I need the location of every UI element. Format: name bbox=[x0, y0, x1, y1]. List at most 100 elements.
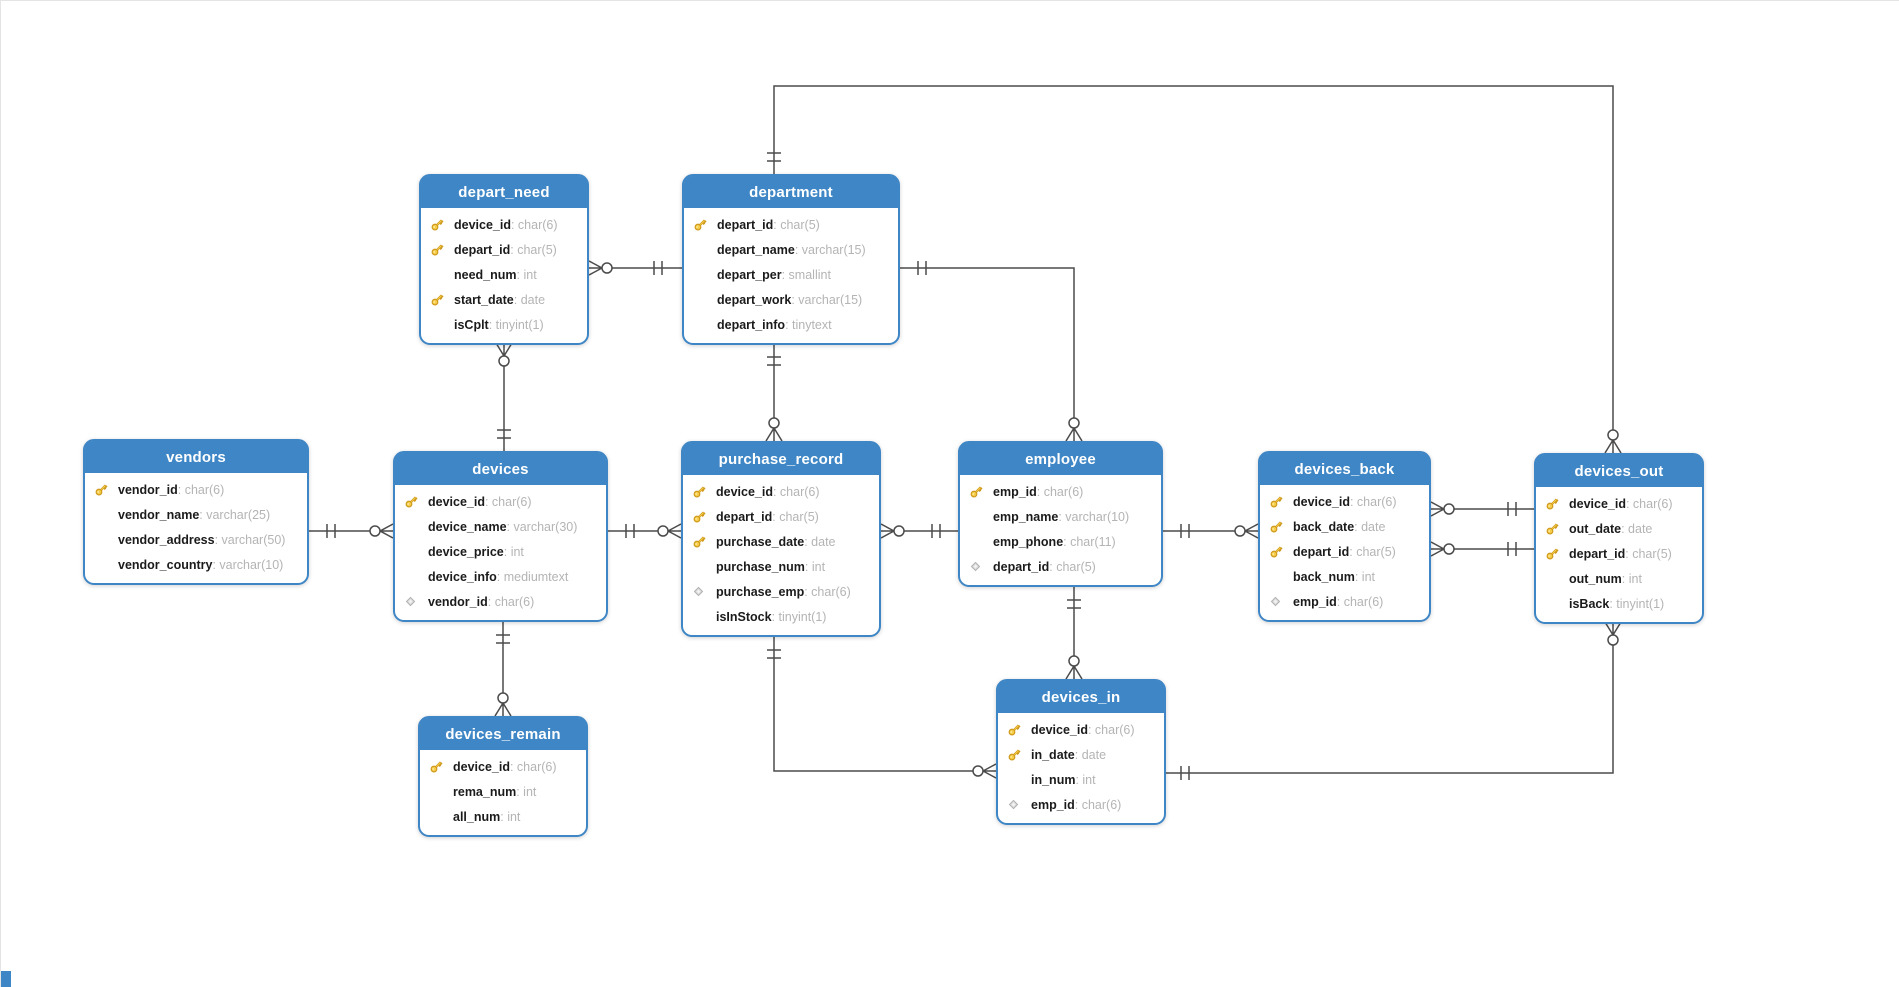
field-row-device_id[interactable]: device_id: char(6) bbox=[998, 717, 1164, 742]
rel-purchase_record-devices_in[interactable] bbox=[767, 635, 997, 779]
field-row-device_name[interactable]: device_name: varchar(30) bbox=[395, 514, 606, 539]
table-devices_out[interactable]: devices_out device_id: char(6)out_date: d… bbox=[1534, 453, 1704, 624]
field-row-vendor_id[interactable]: vendor_id: char(6) bbox=[395, 589, 606, 614]
field-row-in_num[interactable]: in_num: int bbox=[998, 767, 1164, 792]
rel-devices-devices_remain[interactable] bbox=[494, 620, 512, 717]
field-row-purchase_date[interactable]: purchase_date: date bbox=[683, 529, 879, 554]
table-title[interactable]: devices_in bbox=[998, 681, 1164, 713]
field-row-isInStock[interactable]: isInStock: tinyint(1) bbox=[683, 604, 879, 629]
table-department[interactable]: department depart_id: char(5)depart_name:… bbox=[682, 174, 900, 345]
table-vendors[interactable]: vendors vendor_id: char(6)vendor_name: va… bbox=[83, 439, 309, 585]
field-row-device_id[interactable]: device_id: char(6) bbox=[395, 489, 606, 514]
field-row-depart_name[interactable]: depart_name: varchar(15) bbox=[684, 237, 898, 262]
field-row-isBack[interactable]: isBack: tinyint(1) bbox=[1536, 591, 1702, 616]
table-title[interactable]: devices_out bbox=[1536, 455, 1702, 487]
field-type: : char(6) bbox=[484, 494, 532, 509]
rel-depart_need-department[interactable] bbox=[588, 260, 682, 276]
table-title[interactable]: devices_back bbox=[1260, 453, 1429, 485]
field-row-depart_id[interactable]: depart_id: char(5) bbox=[960, 554, 1161, 579]
field-row-device_id[interactable]: device_id: char(6) bbox=[1536, 491, 1702, 516]
field-row-purchase_num[interactable]: purchase_num: int bbox=[683, 554, 879, 579]
table-employee[interactable]: employee emp_id: char(6)emp_name: varchar… bbox=[958, 441, 1163, 587]
field-row-depart_id[interactable]: depart_id: char(5) bbox=[1260, 539, 1429, 564]
field-row-device_id[interactable]: device_id: char(6) bbox=[420, 754, 586, 779]
field-row-emp_name[interactable]: emp_name: varchar(10) bbox=[960, 504, 1161, 529]
field-row-vendor_address[interactable]: vendor_address: varchar(50) bbox=[85, 527, 307, 552]
field-name: device_id bbox=[453, 759, 510, 774]
field-row-device_id[interactable]: device_id: char(6) bbox=[421, 212, 587, 237]
rel-department-employee[interactable] bbox=[900, 261, 1083, 442]
field-row-vendor_id[interactable]: vendor_id: char(6) bbox=[85, 477, 307, 502]
field-row-emp_id[interactable]: emp_id: char(6) bbox=[960, 479, 1161, 504]
field-row-purchase_emp[interactable]: purchase_emp: char(6) bbox=[683, 579, 879, 604]
rel-vendors-devices[interactable] bbox=[309, 523, 394, 539]
field-row-out_date[interactable]: out_date: date bbox=[1536, 516, 1702, 541]
field-row-out_num[interactable]: out_num: int bbox=[1536, 566, 1702, 591]
primary-key-icon bbox=[429, 759, 453, 774]
field-row-depart_per[interactable]: depart_per: smallint bbox=[684, 262, 898, 287]
field-row-start_date[interactable]: start_date: date bbox=[421, 287, 587, 312]
rel-department-purchase_record[interactable] bbox=[765, 343, 783, 442]
field-row-rema_num[interactable]: rema_num: int bbox=[420, 779, 586, 804]
field-type: : varchar(10) bbox=[212, 557, 284, 572]
primary-key-icon bbox=[430, 217, 454, 232]
field-row-emp_id[interactable]: emp_id: char(6) bbox=[1260, 589, 1429, 614]
field-name: device_id bbox=[454, 217, 511, 232]
field-row-device_id[interactable]: device_id: char(6) bbox=[683, 479, 879, 504]
table-title[interactable]: department bbox=[684, 176, 898, 208]
field-row-depart_info[interactable]: depart_info: tinytext bbox=[684, 312, 898, 337]
table-title[interactable]: devices_remain bbox=[420, 718, 586, 750]
table-devices[interactable]: devices device_id: char(6)device_name: va… bbox=[393, 451, 608, 622]
rel-purchase_record-employee[interactable] bbox=[880, 523, 958, 539]
field-row-device_id[interactable]: device_id: char(6) bbox=[1260, 489, 1429, 514]
field-row-depart_id[interactable]: depart_id: char(5) bbox=[684, 212, 898, 237]
field-row-vendor_name[interactable]: vendor_name: varchar(25) bbox=[85, 502, 307, 527]
field-row-depart_id[interactable]: depart_id: char(5) bbox=[421, 237, 587, 262]
rel-employee-devices_in[interactable] bbox=[1065, 585, 1083, 680]
rel-employee-devices_back[interactable] bbox=[1163, 523, 1259, 539]
field-row-emp_phone[interactable]: emp_phone: char(11) bbox=[960, 529, 1161, 554]
table-fields: device_id: char(6)depart_id: char(5)purc… bbox=[683, 475, 879, 635]
table-title[interactable]: vendors bbox=[85, 441, 307, 473]
rel-devices_back-devices_out-2[interactable] bbox=[1430, 541, 1534, 557]
table-title[interactable]: employee bbox=[960, 443, 1161, 475]
field-row-vendor_country[interactable]: vendor_country: varchar(10) bbox=[85, 552, 307, 577]
field-type: : char(6) bbox=[1625, 496, 1673, 511]
foreign-key-icon bbox=[1269, 595, 1293, 608]
table-title[interactable]: devices bbox=[395, 453, 606, 485]
field-type: : char(6) bbox=[1349, 494, 1397, 509]
table-devices_back[interactable]: devices_back device_id: char(6)back_date:… bbox=[1258, 451, 1431, 622]
field-row-in_date[interactable]: in_date: date bbox=[998, 742, 1164, 767]
rel-devices_back-devices_out-1[interactable] bbox=[1430, 501, 1534, 517]
field-row-all_num[interactable]: all_num: int bbox=[420, 804, 586, 829]
table-title[interactable]: depart_need bbox=[421, 176, 587, 208]
field-row-depart_id[interactable]: depart_id: char(5) bbox=[683, 504, 879, 529]
field-name: vendor_id bbox=[428, 594, 488, 609]
rel-department-devices_out[interactable] bbox=[767, 85, 1622, 454]
field-row-emp_id[interactable]: emp_id: char(6) bbox=[998, 792, 1164, 817]
rel-depart_need-devices[interactable] bbox=[495, 342, 513, 451]
field-row-back_num[interactable]: back_num: int bbox=[1260, 564, 1429, 589]
rel-devices-purchase_record[interactable] bbox=[608, 523, 682, 539]
field-row-isCplt[interactable]: isCplt: tinyint(1) bbox=[421, 312, 587, 337]
field-row-depart_id[interactable]: depart_id: char(5) bbox=[1536, 541, 1702, 566]
field-type: : int bbox=[804, 559, 826, 574]
field-row-device_info[interactable]: device_info: mediumtext bbox=[395, 564, 606, 589]
table-title[interactable]: purchase_record bbox=[683, 443, 879, 475]
field-row-need_num[interactable]: need_num: int bbox=[421, 262, 587, 287]
field-row-depart_work[interactable]: depart_work: varchar(15) bbox=[684, 287, 898, 312]
field-name: depart_work bbox=[717, 292, 792, 307]
table-depart_need[interactable]: depart_need device_id: char(6)depart_id: … bbox=[419, 174, 589, 345]
rel-devices_in-devices_out[interactable] bbox=[1166, 621, 1622, 780]
primary-key-icon bbox=[1269, 494, 1293, 509]
field-row-device_price[interactable]: device_price: int bbox=[395, 539, 606, 564]
field-name: emp_id bbox=[1293, 594, 1337, 609]
primary-key-icon bbox=[1545, 496, 1569, 511]
field-row-back_date[interactable]: back_date: date bbox=[1260, 514, 1429, 539]
